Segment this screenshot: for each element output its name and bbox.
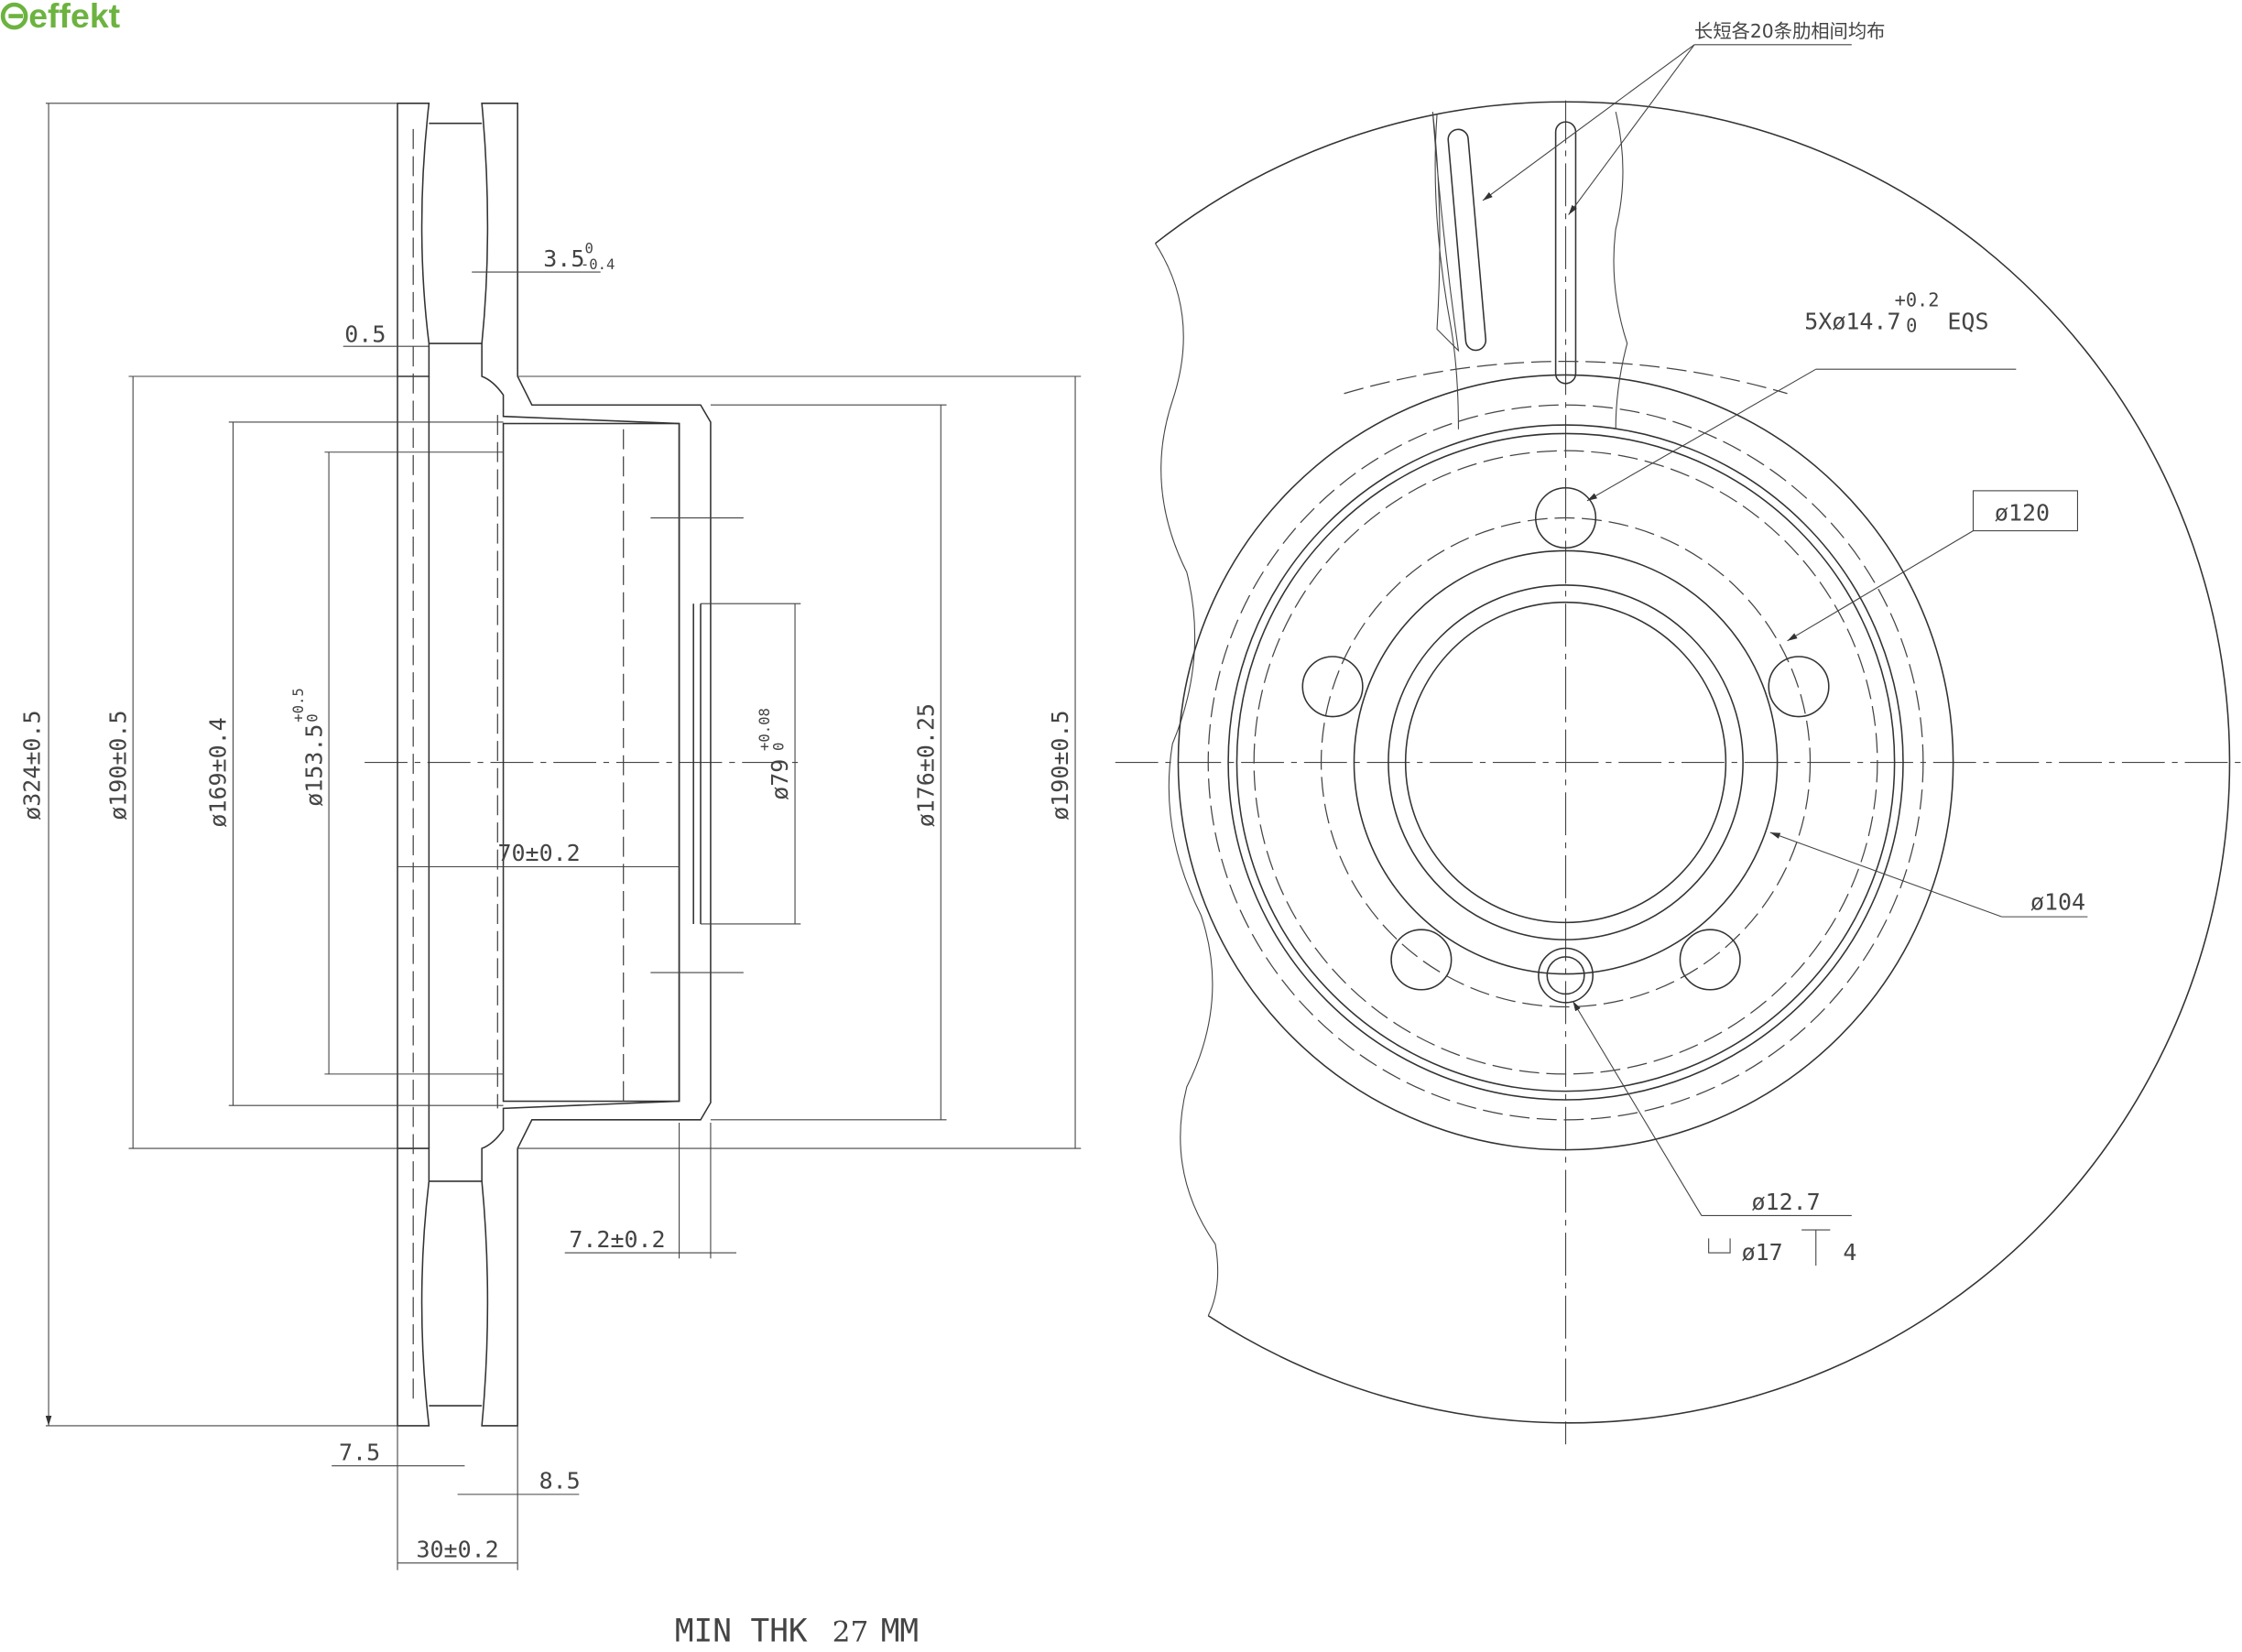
dim-153-tol-lower: 0 (305, 713, 321, 722)
dim-hat-diameter-right: ø190±0.5 (1047, 711, 1073, 821)
dim-groove-tol-lower: -0.4 (581, 256, 615, 273)
pcd-label: ø120 (1995, 500, 2050, 527)
dim-bore-tol-upper: +0.08 (756, 708, 773, 751)
dim-169: ø169±0.4 (205, 717, 232, 827)
break-line (1155, 243, 1219, 1316)
section-view: ø324±0.5 ø190±0.5 ø169±0.4 ø153.5 +0.5 0… (19, 103, 1082, 1570)
dim-center-bore: ø79 (767, 759, 793, 800)
min-thk-unit: MM (881, 1614, 919, 1650)
dim-groove-tol-upper: 0 (585, 241, 593, 257)
dim-inner-plate: 7.5 (339, 1439, 380, 1465)
dim-hat-height: 70±0.2 (497, 840, 580, 866)
dim-153-tol-upper: +0.5 (290, 688, 307, 723)
dim-hat-diameter-left: ø190±0.5 (104, 711, 131, 821)
dim-bore-tol-lower: 0 (771, 743, 788, 751)
dim-groove: 3.5 (543, 245, 584, 272)
short-rib (1554, 121, 1577, 385)
bolt-holes-tol-lower: 0 (1906, 315, 1917, 337)
bolt-holes-suffix: EQS (1947, 308, 1988, 334)
bolt-holes (1301, 486, 1830, 1004)
effekt-logo: effekt (0, 0, 121, 35)
counterbore-label: ø17 (1742, 1239, 1783, 1266)
min-thk-label: MIN THK (675, 1614, 808, 1650)
small-hole-label: ø12.7 (1752, 1189, 1821, 1215)
dim-total-thickness: 30±0.2 (416, 1537, 498, 1563)
dim-flange: 7.2±0.2 (569, 1226, 665, 1253)
min-thickness-note: MIN THK 27 MM (675, 1614, 919, 1650)
dim-offset: 0.5 (344, 321, 386, 348)
dim-outer-plate: 8.5 (539, 1468, 581, 1494)
outer-friction-plate-hat (481, 103, 712, 1427)
dim-153: ø153.5 (300, 724, 327, 807)
counterbore-depth: 4 (1843, 1239, 1856, 1266)
logo-text: effekt (28, 0, 120, 35)
bolt-holes-label: 5Xø14.7 (1804, 308, 1900, 334)
min-thk-value: 27 (833, 1616, 869, 1649)
rib-note: 长短各20条肋相间均布 (1694, 20, 1885, 42)
inner-friction-plate (397, 103, 430, 1427)
long-rib (1447, 128, 1487, 352)
dim-176: ø176±0.25 (912, 703, 939, 827)
disc-outer-edge (1154, 101, 2231, 1424)
bolt-holes-tol-upper: +0.2 (1895, 288, 1940, 310)
dim-outer-diameter: ø324±0.5 (19, 711, 46, 821)
pilot-label: ø104 (2030, 888, 2085, 915)
face-view: 长短各20条肋相间均布 5Xø14.7 +0.2 0 EQS ø120 ø104… (1115, 20, 2242, 1445)
